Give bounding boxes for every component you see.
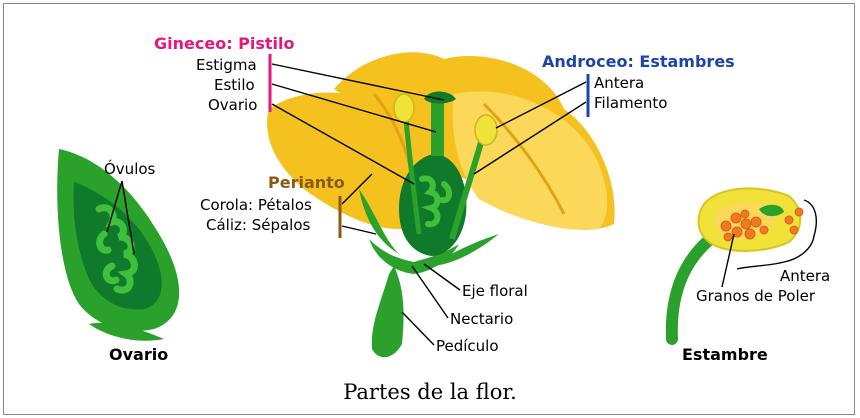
nectario-label: Nectario (450, 310, 513, 328)
caliz-leader (342, 226, 376, 234)
nectario-leader (412, 266, 448, 318)
figure-caption: Partes de la flor. (343, 380, 517, 404)
pediculo-label: Pedículo (436, 337, 499, 355)
corola-label: Corola: Pétalos (200, 196, 312, 214)
perianto-title: Perianto (268, 173, 345, 192)
stamen-right-anther (475, 115, 497, 145)
flower-diagram: Óvulos Ovario Gineceo: Pistilo Estigma E… (4, 4, 856, 416)
pistil-style (431, 98, 444, 156)
antera-label: Antera (594, 74, 644, 92)
stamen-caption: Estambre (682, 345, 768, 364)
figure-frame: Óvulos Ovario Gineceo: Pistilo Estigma E… (3, 3, 855, 415)
ovario-label: Ovario (208, 96, 257, 114)
pediculo-leader (402, 312, 434, 345)
ovary-caption: Ovario (109, 345, 168, 364)
stamen-illustration (672, 188, 803, 339)
eje-floral-leader (424, 264, 460, 290)
pedicel (372, 266, 404, 357)
androceo-title: Androceo: Estambres (542, 52, 735, 71)
eje-floral-label: Eje floral (462, 282, 528, 300)
ovulos-label: Óvulos (104, 159, 156, 178)
stamen-antera-label: Antera (780, 267, 830, 285)
caliz-label: Cáliz: Sépalos (206, 216, 311, 234)
estilo-label: Estilo (214, 76, 255, 94)
stamen-left-anther (394, 94, 414, 122)
estigma-label: Estigma (196, 56, 257, 74)
gineceo-title: Gineceo: Pistilo (154, 34, 295, 53)
filamento-label: Filamento (594, 94, 667, 112)
granos-label: Granos de Poler (696, 287, 816, 305)
